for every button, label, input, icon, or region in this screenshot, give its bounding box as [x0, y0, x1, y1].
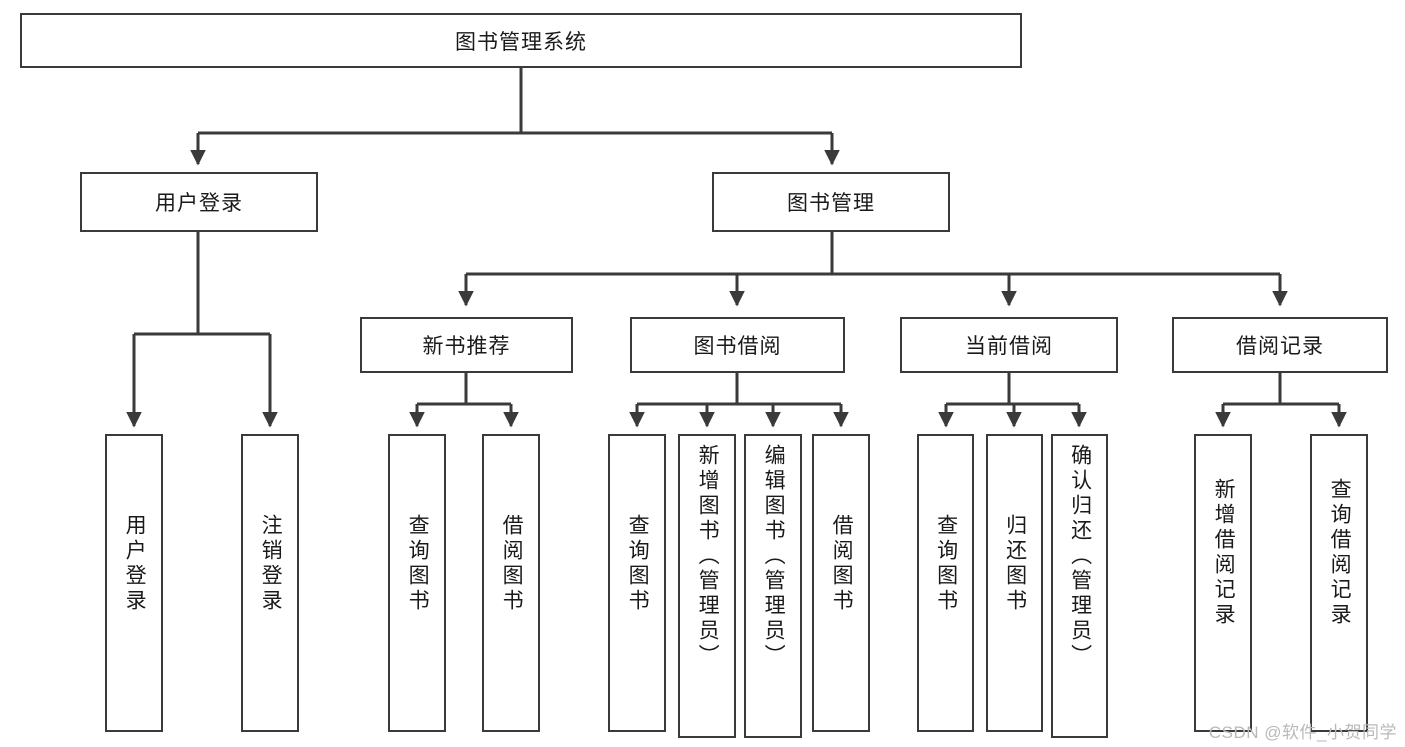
node-leaf-query-borrow-record[interactable]: 查询借阅记录 [1310, 434, 1368, 732]
node-leaf-return-book[interactable]: 归还图书 [986, 434, 1043, 732]
node-leaf-query-book-current[interactable]: 查询图书 [917, 434, 974, 732]
node-label: 借阅图书 [830, 514, 854, 614]
node-new-book-recommend[interactable]: 新书推荐 [360, 317, 573, 373]
node-leaf-borrow-book-recommend[interactable]: 借阅图书 [482, 434, 540, 732]
node-label: 查询图书 [406, 514, 430, 614]
node-label: 注销登录 [259, 514, 283, 614]
node-label: 用户登录 [155, 192, 243, 215]
node-current-borrow[interactable]: 当前借阅 [900, 317, 1118, 373]
node-leaf-add-book-admin[interactable]: 新增图书（管理员） [678, 434, 736, 738]
node-label: 确认归还（管理员） [1068, 444, 1092, 669]
watermark-text: CSDN @软件_小贺同学 [1208, 723, 1397, 742]
node-label: 新增借阅记录 [1212, 478, 1236, 628]
node-label: 新增图书（管理员） [696, 444, 720, 669]
node-leaf-query-book-borrow[interactable]: 查询图书 [608, 434, 666, 732]
node-leaf-query-book-recommend[interactable]: 查询图书 [388, 434, 446, 732]
node-label: 借阅记录 [1236, 335, 1324, 358]
node-leaf-edit-book-admin[interactable]: 编辑图书（管理员） [744, 434, 802, 738]
node-label: 查询图书 [934, 514, 958, 614]
node-label: 图书管理 [787, 192, 875, 215]
node-label: 当前借阅 [965, 335, 1053, 358]
node-user-login[interactable]: 用户登录 [80, 172, 318, 232]
node-label: 查询借阅记录 [1328, 478, 1352, 628]
node-leaf-borrow-book[interactable]: 借阅图书 [812, 434, 870, 732]
node-leaf-add-borrow-record[interactable]: 新增借阅记录 [1194, 434, 1252, 732]
node-borrow-record[interactable]: 借阅记录 [1172, 317, 1388, 373]
node-label: 查询图书 [626, 514, 650, 614]
node-root-system[interactable]: 图书管理系统 [20, 13, 1022, 68]
node-label: 编辑图书（管理员） [762, 444, 786, 669]
node-label: 图书管理系统 [455, 30, 587, 54]
node-leaf-confirm-return-admin[interactable]: 确认归还（管理员） [1051, 434, 1108, 738]
node-label: 用户登录 [123, 514, 147, 614]
node-leaf-user-login[interactable]: 用户登录 [105, 434, 163, 732]
node-label: 新书推荐 [422, 335, 511, 358]
node-label: 归还图书 [1003, 514, 1027, 614]
node-leaf-logout[interactable]: 注销登录 [241, 434, 299, 732]
node-label: 借阅图书 [500, 514, 524, 614]
node-book-management[interactable]: 图书管理 [712, 172, 950, 232]
node-book-borrow[interactable]: 图书借阅 [630, 317, 845, 373]
node-label: 图书借阅 [693, 335, 782, 358]
